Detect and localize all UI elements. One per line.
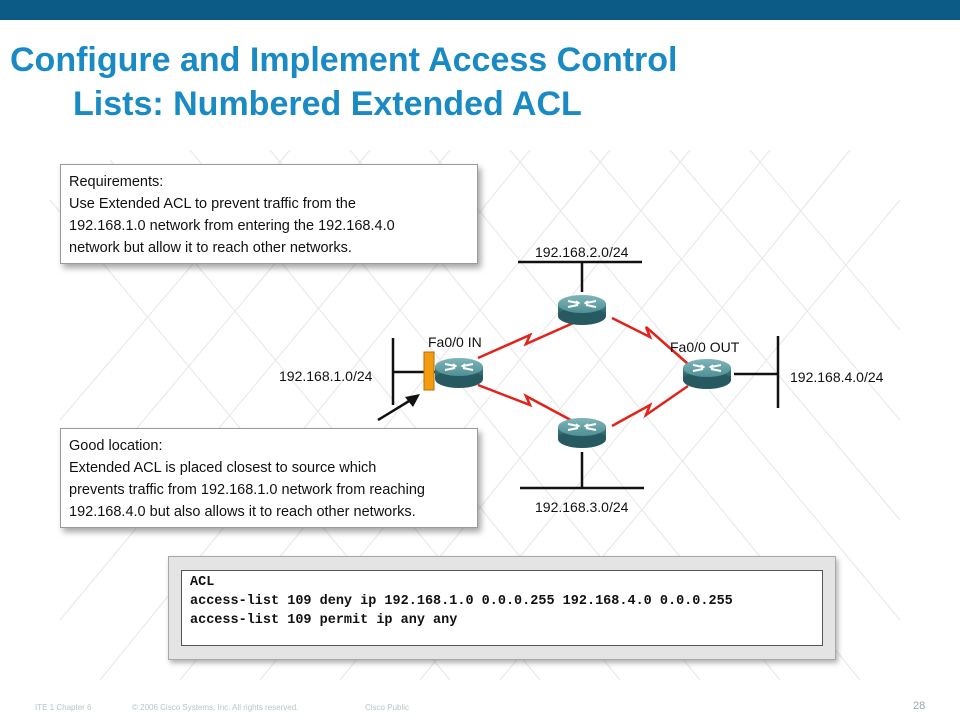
good-location-text-3: 192.168.4.0 but also allows it to reach …	[69, 504, 416, 520]
requirements-text-3: network but allow it to reach other netw…	[69, 240, 352, 256]
title-line-2: Lists: Numbered Extended ACL	[73, 85, 582, 123]
serial-link-left-bottom	[477, 383, 581, 427]
footer-classification: Cisco Public	[365, 703, 410, 712]
label-interface-out: Fa0/0 OUT	[670, 339, 740, 355]
footer-course: ITE 1 Chapter 6	[35, 703, 92, 712]
lan-top	[518, 260, 642, 292]
label-net-right: 192.168.4.0/24	[790, 369, 884, 385]
good-location-text-2: prevents traffic from 192.168.1.0 networ…	[69, 482, 425, 498]
requirements-text-2: 192.168.1.0 network from entering the 19…	[69, 218, 395, 234]
good-location-callout: Good location: Extended ACL is placed cl…	[60, 428, 478, 528]
label-net-top: 192.168.2.0/24	[535, 244, 629, 260]
router-right-icon	[682, 358, 732, 390]
serial-links	[477, 316, 689, 428]
acl-line-permit: access-list 109 permit ip any any	[190, 613, 458, 628]
acl-code-box: ACL access-list 109 deny ip 192.168.1.0 …	[181, 570, 823, 646]
good-location-text-1: Extended ACL is placed closest to source…	[69, 460, 377, 476]
serial-link-bottom-right	[611, 384, 689, 428]
acl-line-deny: access-list 109 deny ip 192.168.1.0 0.0.…	[190, 594, 733, 609]
router-bottom-icon	[557, 417, 607, 449]
requirements-heading: Requirements:	[69, 174, 164, 190]
serial-link-left-top	[477, 318, 581, 360]
serial-link-top-right	[611, 316, 689, 365]
good-location-heading: Good location:	[69, 438, 163, 454]
label-interface-in: Fa0/0 IN	[428, 334, 482, 350]
footer-copyright: © 2006 Cisco Systems, Inc. All rights re…	[132, 703, 299, 712]
lan-bottom	[520, 452, 644, 490]
acl-panel: ACL access-list 109 deny ip 192.168.1.0 …	[168, 556, 836, 660]
label-net-left: 192.168.1.0/24	[279, 368, 373, 384]
requirements-callout: Requirements: Use Extended ACL to preven…	[60, 164, 478, 264]
placement-arrowhead	[405, 394, 420, 407]
title-line-1: Configure and Implement Access Control	[10, 41, 678, 79]
top-bar	[0, 0, 960, 20]
router-top-icon	[557, 294, 607, 326]
page-number: 28	[913, 700, 926, 712]
slide-title: Configure and Implement Access Control L…	[10, 38, 910, 126]
network-diagram: 192.168.1.0/24 192.168.2.0/24 192.168.4.…	[49, 149, 901, 681]
lan-segments	[391, 260, 780, 490]
label-net-bottom: 192.168.3.0/24	[535, 499, 629, 515]
lan-right	[734, 336, 780, 408]
acl-heading: ACL	[190, 575, 215, 590]
acl-marker	[423, 351, 435, 391]
placement-arrow	[377, 396, 415, 422]
router-left-icon	[434, 357, 484, 389]
requirements-text-1: Use Extended ACL to prevent traffic from…	[69, 196, 356, 212]
